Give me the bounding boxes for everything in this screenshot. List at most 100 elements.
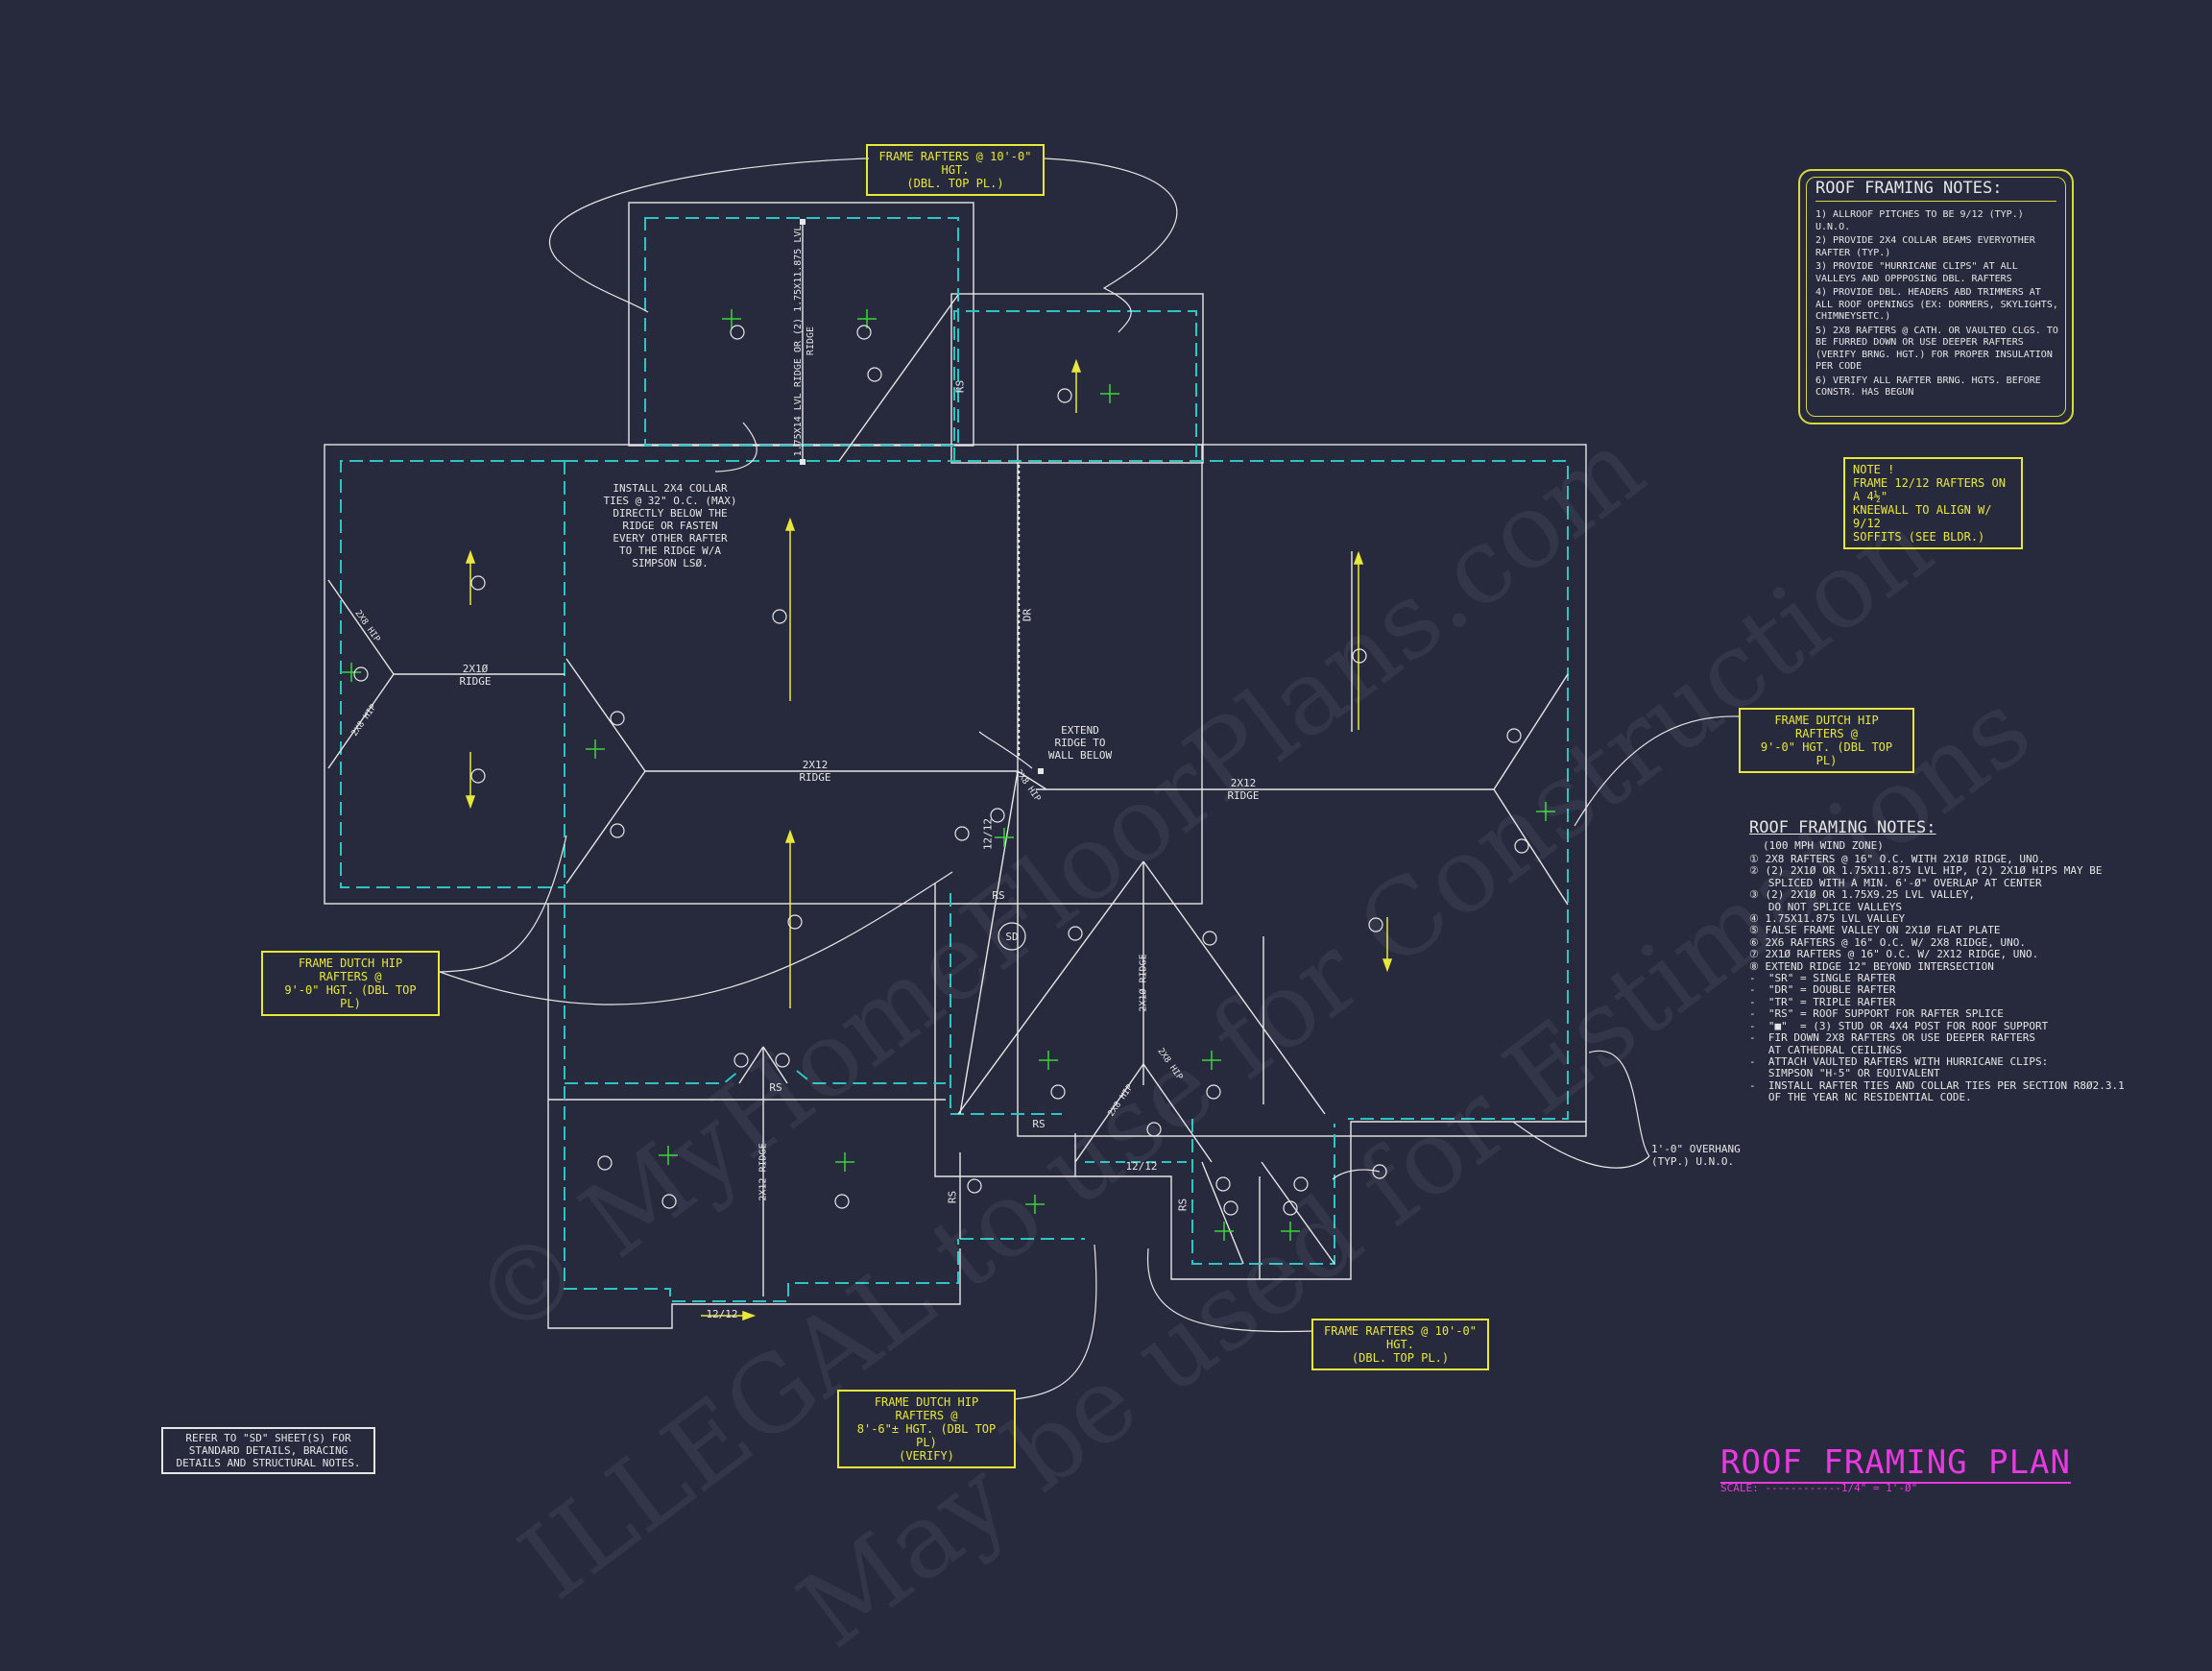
note-item: ③ (2) 2x1Ø OR 1.75x9.25 LVL VALLEY,	[1749, 888, 1976, 902]
rs-label-top: RS	[953, 379, 967, 394]
note-item: OF THE YEAR NC RESIDENTIAL CODE.	[1749, 1091, 1972, 1104]
sheet-scale: SCALE: ------------1/4" = 1'-Ø"	[1720, 1482, 1918, 1494]
ridge-2x10-center-label: 2x1Ø RIDGE	[1138, 954, 1149, 1012]
sd-label: SD	[1005, 931, 1019, 943]
note-item: ④ 1.75x11.875 LVL VALLEY	[1749, 912, 1906, 926]
note-line: WALL BELOW	[1047, 749, 1113, 762]
ridge-2x12-lower-label: 2x12 RIDGE	[757, 1143, 769, 1201]
note-line: RIDGE	[799, 771, 831, 784]
note-item: - INSTALL RAFTER TIES AND COLLAR TIES PE…	[1749, 1078, 2125, 1092]
callout-top-rafters: FRAME RAFTERS @ 10'-0" HGT. (DBL. TOP PL…	[866, 144, 1045, 196]
overhang-lines	[340, 217, 1569, 1302]
lvl-ridge-label: 1.75x14 LVL RIDGE OR (2) 1.75x11.875 LVL…	[793, 225, 816, 457]
callout-line: SOFFITS (SEE BLDR.)	[1853, 530, 1985, 544]
note-line: RIDGE	[459, 675, 492, 688]
note-item: ① 2x8 RAFTERS @ 16" O.C. WITH 2x1Ø RIDGE…	[1749, 853, 2045, 865]
rs-label-left-bottom: RS	[946, 1190, 959, 1204]
note-line: TIES @ 32" O.C. (MAX)	[603, 495, 737, 507]
rs-label-right-bottom: RS	[1176, 1198, 1190, 1212]
extend-ridge-note: EXTEND RIDGE TO WALL BELOW	[1046, 724, 1114, 762]
ridge-2x12-right-label: 2x12 RIDGE	[1219, 777, 1267, 802]
callout-line: FRAME RAFTERS @ 10'-0" HGT.	[1324, 1324, 1477, 1351]
callout-line: FRAME DUTCH HIP RAFTERS @	[298, 957, 403, 983]
note-item: ⑦ 2x1Ø RAFTERS @ 16" O.C. W/ 2x12 RIDGE,…	[1749, 948, 2039, 961]
note-line: RIDGE	[1227, 789, 1260, 802]
callout-line: KNEEWALL TO ALIGN W/ 9/12	[1853, 503, 1992, 530]
framing-notes-inner-border	[1806, 177, 2066, 417]
note-line: 1'-0" OVERHANG	[1651, 1143, 1741, 1155]
roof-framing-notes-title: ROOF FRAMING NOTES:	[1749, 818, 1936, 837]
roof-framing-notes-list: ① 2x8 RAFTERS @ 16" O.C. WITH 2x1Ø RIDGE…	[1749, 853, 2125, 1104]
sheet-title: ROOF FRAMING PLAN	[1720, 1443, 2071, 1484]
note-item: - "RS" = ROOF SUPPORT FOR RAFTER SPLICE	[1749, 1007, 2004, 1021]
note-tags	[353, 325, 1529, 1216]
rafter-arrows	[465, 358, 1393, 1321]
note-line: SIMPSON LSØ.	[632, 557, 709, 569]
framing-notes-panel-list: 1) ALLROOF PITCHES TO BE 9/12 (TYP.) U.N…	[1815, 209, 2062, 401]
callout-line: (VERIFY)	[899, 1449, 954, 1463]
note-line: EVERY OTHER RAFTER	[613, 532, 728, 545]
note-item: - "TR" = TRIPLE RAFTER	[1749, 995, 1896, 1008]
callout-line: FRAME RAFTERS @ 10'-0" HGT.	[878, 150, 1032, 177]
callout-line: 8'-6"± HGT. (DBL TOP PL)	[856, 1422, 997, 1449]
callout-dutch-hip-left: FRAME DUTCH HIP RAFTERS @ 9'-0" HGT. (DB…	[261, 951, 440, 1016]
collar-ties-note: INSTALL 2X4 COLLAR TIES @ 32" O.C. (MAX)…	[603, 482, 737, 569]
note-item: AT CATHEDRAL CEILINGS	[1749, 1043, 1902, 1056]
framing-note-item: 2) PROVIDE 2x4 COLLAR BEAMS EVERYOTHER R…	[1815, 235, 2035, 258]
note-item: - "DR" = DOUBLE RAFTER	[1749, 983, 1896, 997]
framing-note-item: 1) ALLROOF PITCHES TO BE 9/12 (TYP.) U.N…	[1815, 209, 2024, 232]
note-item: - ATTACH VAULTED RAFTERS WITH HURRICANE …	[1749, 1054, 2049, 1068]
note-line: 2x1Ø	[462, 663, 489, 675]
note-item: ⑥ 2x6 RAFTERS @ 16" O.C. W/ 2x8 RIDGE, U…	[1749, 935, 2027, 949]
note-line: 2x12	[802, 759, 829, 771]
framing-note-item: 5) 2x8 RAFTERS @ CATH. OR VAULTED CLGS. …	[1815, 325, 2058, 373]
note-item: ⑤ FALSE FRAME VALLEY ON 2x1Ø FLAT PLATE	[1749, 924, 2001, 937]
note-line: RIDGE OR FASTEN	[622, 520, 718, 532]
note-item: ⑧ EXTEND RIDGE 12" BEYOND INTERSECTION	[1749, 959, 1994, 973]
note-line: (TYP.) U.N.O.	[1651, 1155, 1735, 1168]
overhang-note: 1'-0" OVERHANG (TYP.) U.N.O.	[1651, 1143, 1747, 1168]
callout-line: (DBL. TOP PL.)	[1351, 1351, 1450, 1365]
framing-note-item: 4) PROVIDE DBL. HEADERS ABD TRIMMERS AT …	[1815, 287, 2058, 322]
callout-line: FRAME DUTCH HIP RAFTERS @	[1774, 714, 1879, 740]
callout-bottom-rafters: FRAME RAFTERS @ 10'-0" HGT. (DBL. TOP PL…	[1311, 1319, 1489, 1370]
note-line: EXTEND	[1061, 724, 1099, 737]
note-item: ② (2) 2x1Ø OR 1.75x11.875 LVL HIP, (2) 2…	[1749, 864, 2103, 878]
callout-dutch-hip-right: FRAME DUTCH HIP RAFTERS @ 9'-0" HGT. (DB…	[1739, 708, 1914, 773]
callout-line: 9'-0" HGT. (DBL TOP PL)	[1760, 740, 1893, 767]
note-line: TO THE RIDGE w/A	[619, 545, 721, 557]
roof-framing-notes: ROOF FRAMING NOTES: (100 MPH WIND ZONE) …	[1749, 818, 2125, 1104]
framing-notes-panel: ROOF FRAMING NOTES: 1) ALLROOF PITCHES T…	[1798, 169, 2074, 424]
note-line: 2x12	[1230, 777, 1257, 789]
support-posts	[800, 219, 1044, 774]
note-line: INSTALL 2X4 COLLAR	[613, 482, 728, 495]
callout-dutch-hip-8-6: FRAME DUTCH HIP RAFTERS @ 8'-6"± HGT. (D…	[837, 1390, 1016, 1468]
framing-note-item: 6) VERIFY ALL RAFTER BRNG. HGTS. BEFORE …	[1815, 375, 2041, 399]
note-item: DO NOT SPLICE VALLEYS	[1749, 900, 1902, 913]
ridge-2x12-left-label: 2x12 RIDGE	[791, 759, 839, 784]
roof-lines	[327, 221, 1569, 1296]
callout-line: FRAME DUTCH HIP RAFTERS @	[874, 1395, 979, 1422]
callout-line: 9'-0" HGT. (DBL TOP PL)	[284, 983, 417, 1010]
pitch-markers	[342, 309, 1555, 1241]
note-item: SIMPSON "H-5" OR EQUIVALENT	[1749, 1067, 1940, 1080]
note-item: SPLICED WITH A MIN. 6'-Ø" OVERLAP AT CEN…	[1749, 876, 2042, 889]
framing-notes-panel-title: ROOF FRAMING NOTES:	[1815, 179, 2056, 202]
callout-line: FRAME 12/12 RAFTERS ON A 4½"	[1853, 476, 2006, 503]
note-line: DIRECTLY BELOW THE	[613, 507, 728, 520]
dr-label: DR	[1021, 608, 1034, 622]
callout-kneewall-note: NOTE ! FRAME 12/12 RAFTERS ON A 4½" KNEE…	[1843, 457, 2023, 549]
ridge-2x10-label: 2x1Ø RIDGE	[451, 663, 499, 688]
rs-label-center: RS	[992, 889, 1005, 902]
callout-line: (DBL. TOP PL.)	[906, 177, 1004, 190]
leader-lines	[439, 157, 1740, 1400]
rs-label-lower: RS	[769, 1081, 782, 1094]
rs-label-bay: RS	[1032, 1118, 1046, 1130]
wind-zone-label: (100 MPH WIND ZONE)	[1763, 839, 1884, 852]
note-item: - FIR DOWN 2x8 RAFTERS OR USE DEEPER RAF…	[1749, 1031, 2036, 1045]
callout-line: NOTE !	[1853, 463, 1895, 476]
note-line: RIDGE TO	[1054, 737, 1106, 749]
note-item: - "■" = (3) STUD OR 4x4 POST FOR ROOF SU…	[1749, 1019, 2049, 1032]
pitch-1212-bottom: 12/12	[706, 1308, 738, 1320]
